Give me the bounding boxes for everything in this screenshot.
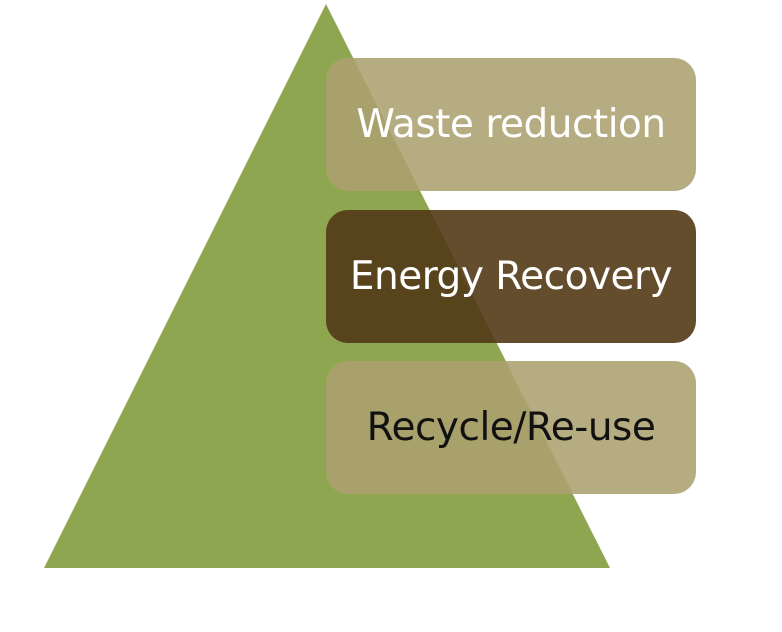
level-label-recycle-reuse: Recycle/Re-use bbox=[366, 405, 656, 450]
level-energy-recovery: Energy Recovery bbox=[326, 210, 696, 343]
level-recycle-reuse: Recycle/Re-use bbox=[326, 361, 696, 494]
level-waste-reduction: Waste reduction bbox=[326, 58, 696, 191]
level-label-waste-reduction: Waste reduction bbox=[356, 102, 666, 147]
level-label-energy-recovery: Energy Recovery bbox=[349, 254, 673, 299]
